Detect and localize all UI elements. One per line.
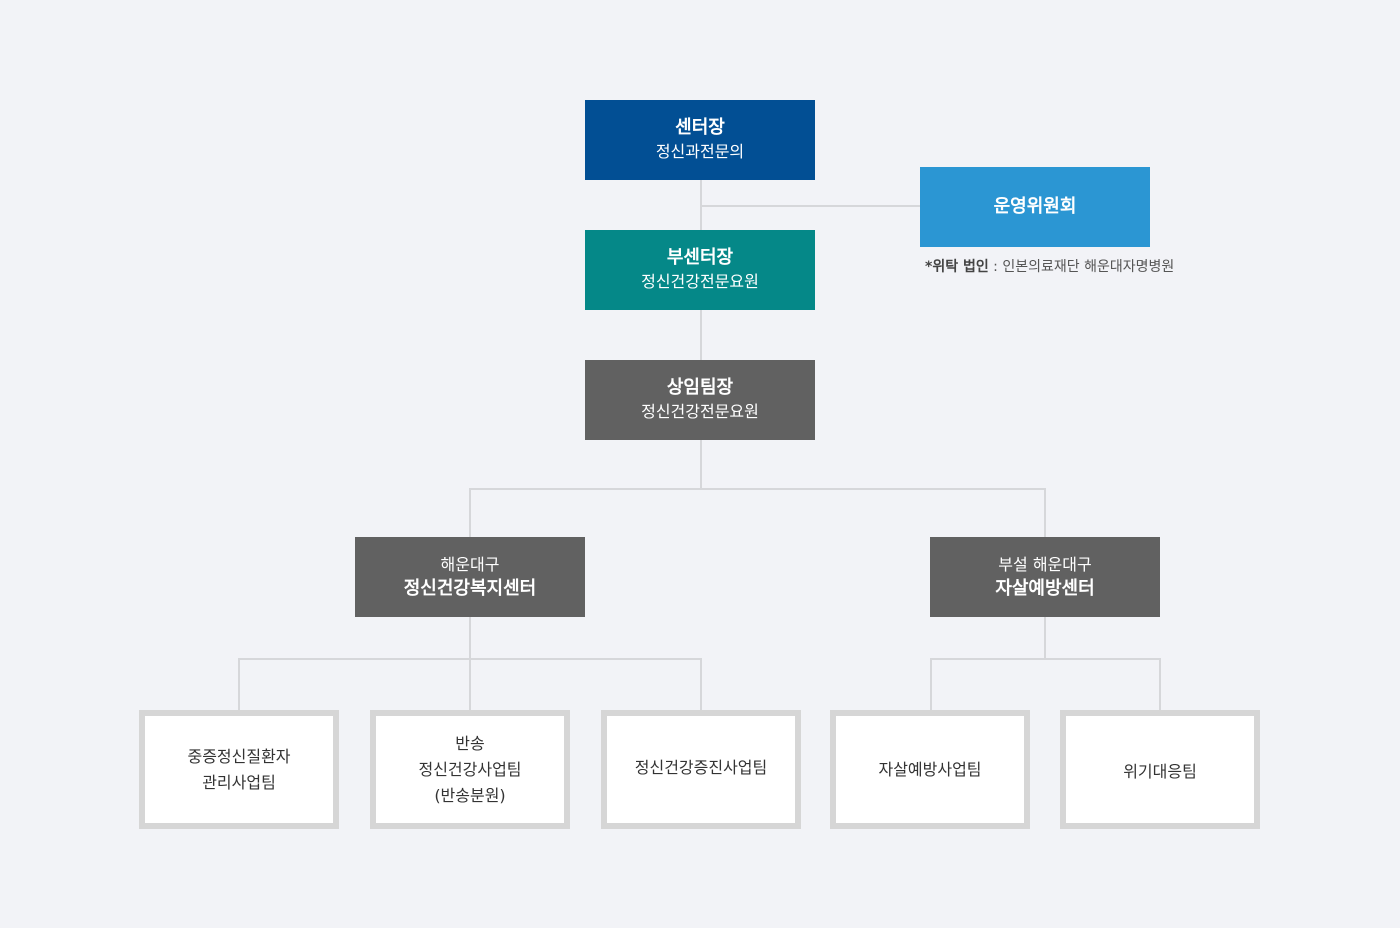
branch-suicide-prevention-box: 부설 해운대구 자살예방센터 bbox=[930, 537, 1160, 617]
deputy-title: 부센터장 bbox=[666, 247, 734, 268]
committee-title: 운영위원회 bbox=[993, 196, 1077, 217]
connector-lead-down bbox=[700, 440, 702, 489]
connector-suicide-horizontal bbox=[930, 658, 1161, 660]
connector-branch-right bbox=[1044, 488, 1046, 537]
connector-branch-left bbox=[469, 488, 471, 537]
team-lead-box: 상임팀장 정신건강전문요원 bbox=[585, 360, 815, 440]
connector-mental-horizontal bbox=[238, 658, 702, 660]
deputy-box: 부센터장 정신건강전문요원 bbox=[585, 230, 815, 310]
entrusted-note-label: *위탁 법인 bbox=[925, 259, 989, 275]
team-box-severe-mental-illness: 중증정신질환자 관리사업팀 bbox=[139, 710, 339, 829]
branch-suicide-prevention-subtitle: 부설 해운대구 bbox=[998, 555, 1092, 574]
team-line: 반송 bbox=[455, 733, 485, 753]
branch-mental-health-subtitle: 해운대구 bbox=[440, 555, 500, 574]
connector-mental-down bbox=[469, 617, 471, 710]
team-box-mental-health-promotion: 정신건강증진사업팀 bbox=[601, 710, 801, 829]
branch-suicide-prevention-title: 자살예방센터 bbox=[995, 578, 1095, 599]
connector-branch-horizontal bbox=[469, 488, 1046, 490]
director-box: 센터장 정신과전문의 bbox=[585, 100, 815, 180]
team-line: 관리사업팀 bbox=[202, 772, 276, 792]
branch-mental-health-box: 해운대구 정신건강복지센터 bbox=[355, 537, 585, 617]
team-line: 위기대응팀 bbox=[1123, 761, 1197, 781]
director-title: 센터장 bbox=[675, 117, 725, 138]
team-lead-title: 상임팀장 bbox=[666, 377, 734, 398]
director-subtitle: 정신과전문의 bbox=[655, 142, 745, 161]
team-line: 정신건강증진사업팀 bbox=[634, 757, 768, 777]
connector-team4 bbox=[930, 658, 932, 710]
team-line: 중증정신질환자 bbox=[187, 746, 291, 766]
branch-mental-health-title: 정신건강복지센터 bbox=[403, 578, 537, 599]
team-line: 정신건강사업팀 bbox=[418, 759, 522, 779]
team-line: (반송분원) bbox=[434, 785, 506, 805]
deputy-subtitle: 정신건강전문요원 bbox=[641, 272, 759, 291]
connector-committee bbox=[700, 205, 920, 207]
entrusted-note: *위탁 법인 : 인본의료재단 해운대자명병원 bbox=[925, 256, 1174, 276]
committee-box: 운영위원회 bbox=[920, 167, 1150, 247]
team-box-crisis-response: 위기대응팀 bbox=[1060, 710, 1260, 829]
team-line: 자살예방사업팀 bbox=[878, 759, 982, 779]
connector-deputy-lead bbox=[700, 310, 702, 360]
connector-suicide-down bbox=[1044, 617, 1046, 659]
connector-team3 bbox=[700, 658, 702, 710]
entrusted-note-value: 인본의료재단 해운대자명병원 bbox=[1002, 259, 1175, 275]
entrusted-note-separator: : bbox=[988, 259, 1003, 275]
team-box-bansong: 반송 정신건강사업팀 (반송분원) bbox=[370, 710, 570, 829]
connector-team1 bbox=[238, 658, 240, 710]
team-lead-subtitle: 정신건강전문요원 bbox=[641, 402, 759, 421]
team-box-suicide-prevention: 자살예방사업팀 bbox=[830, 710, 1030, 829]
connector-team5 bbox=[1159, 658, 1161, 710]
